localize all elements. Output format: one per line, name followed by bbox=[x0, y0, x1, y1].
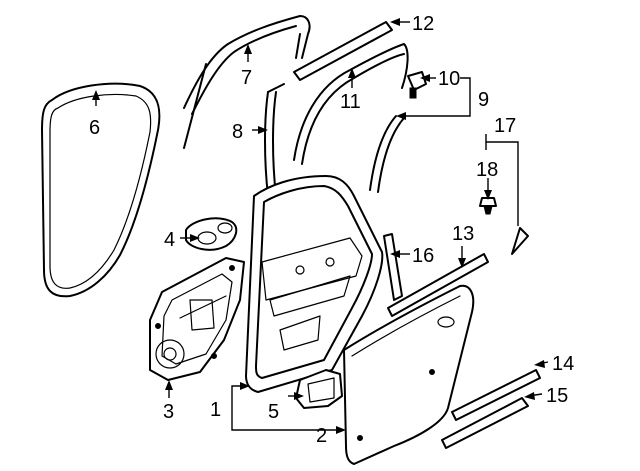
callout-10: 10 bbox=[438, 68, 460, 90]
vertical-trim bbox=[383, 233, 403, 301]
callout-14: 14 bbox=[552, 353, 574, 375]
leader-arrows bbox=[92, 18, 545, 434]
callout-13: 13 bbox=[452, 223, 474, 245]
callout-11: 11 bbox=[340, 91, 361, 113]
roof-molding-strip bbox=[293, 21, 393, 81]
window-regulator-panel bbox=[149, 257, 245, 381]
callout-4: 4 bbox=[164, 229, 175, 251]
callout-9: 9 bbox=[478, 89, 489, 111]
callout-labels: 1 2 3 4 5 6 7 8 9 10 11 12 13 14 15 16 1… bbox=[89, 13, 574, 447]
callout-16: 16 bbox=[412, 245, 434, 267]
rocker-molding bbox=[441, 397, 529, 449]
run-channel-strip bbox=[264, 83, 285, 197]
speaker-seal bbox=[185, 217, 238, 251]
door-shell bbox=[245, 175, 384, 393]
callout-17: 17 bbox=[494, 115, 516, 137]
callout-2: 2 bbox=[316, 425, 327, 447]
upper-frame-weatherstrip bbox=[183, 15, 311, 149]
callout-18: 18 bbox=[476, 159, 498, 181]
lower-molding bbox=[451, 369, 541, 421]
callout-6: 6 bbox=[89, 117, 100, 139]
belt-molding bbox=[387, 253, 489, 317]
callout-5: 5 bbox=[268, 401, 279, 423]
callout-8: 8 bbox=[232, 121, 243, 143]
callout-3: 3 bbox=[163, 401, 174, 423]
door-opening-weatherstrip bbox=[41, 82, 161, 298]
glass-run-channel bbox=[293, 43, 409, 165]
retainer-clip bbox=[407, 71, 427, 99]
leader-lines bbox=[95, 21, 549, 431]
callout-12: 12 bbox=[412, 13, 434, 35]
callout-15: 15 bbox=[546, 385, 568, 407]
fastener bbox=[479, 197, 497, 215]
callout-1: 1 bbox=[210, 399, 221, 421]
door-outer-panel bbox=[343, 284, 475, 465]
callout-7: 7 bbox=[241, 67, 252, 89]
corner-applique bbox=[511, 227, 529, 255]
door-latch bbox=[295, 369, 343, 409]
rear-vertical-strip bbox=[369, 115, 405, 193]
